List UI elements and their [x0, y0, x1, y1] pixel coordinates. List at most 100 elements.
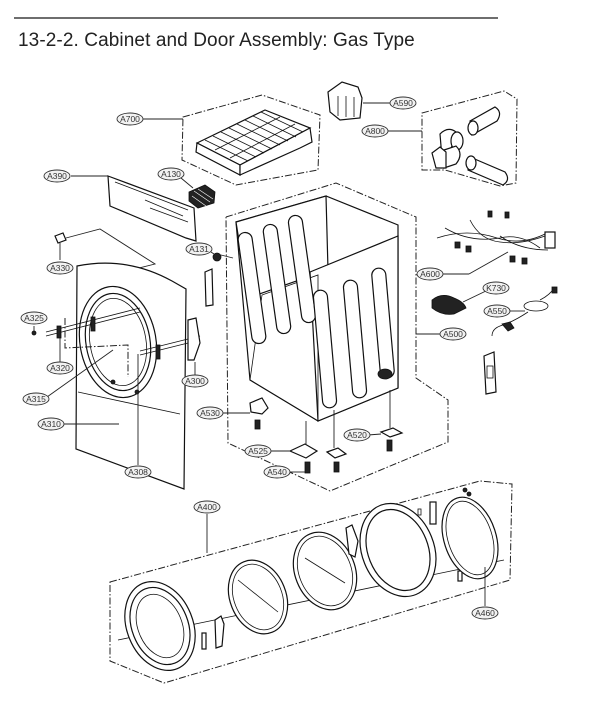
- filter-housing-part: [327, 81, 391, 121]
- part-label-a525: A525: [244, 444, 272, 458]
- part-label-a530: A530: [196, 406, 224, 420]
- label-text: A300: [185, 376, 205, 386]
- cabinet-body: [235, 195, 399, 422]
- label-text: A700: [120, 114, 140, 124]
- door-glass-inner: [292, 531, 358, 611]
- label-oval: [263, 465, 291, 479]
- label-text: A315: [26, 394, 46, 404]
- control-panel-frame-part: [71, 175, 197, 242]
- upper-side-bracket-part: [204, 268, 214, 307]
- motor-connector-part: [431, 289, 489, 315]
- side-bracket-part: [187, 317, 201, 377]
- exhaust-duct-boundary: [421, 90, 518, 187]
- part-label-a300: A300: [181, 374, 209, 388]
- part-label-a308: A308: [124, 465, 152, 479]
- door-gasket-ring: [441, 496, 499, 580]
- bushing-part: [210, 251, 234, 262]
- part-label-a310: A310: [37, 417, 65, 431]
- label-oval: [244, 444, 272, 458]
- exhaust-duct-group: [387, 90, 518, 187]
- label-oval: [46, 261, 74, 275]
- label-oval: [343, 428, 371, 442]
- part-label-a390: A390: [43, 169, 71, 183]
- label-oval: [20, 311, 48, 325]
- part-label-a400: A400: [193, 500, 221, 514]
- label-text: A500: [443, 329, 463, 339]
- top-plate-group: [143, 94, 321, 186]
- part-label-a700: A700: [116, 112, 144, 126]
- door-glass-outer: [227, 559, 289, 635]
- label-oval: [416, 267, 444, 281]
- part-label-a600: A600: [416, 267, 444, 281]
- door-group: [109, 480, 513, 684]
- label-oval: [157, 167, 185, 181]
- label-oval: [46, 361, 74, 375]
- part-label-a320: A320: [46, 361, 74, 375]
- control-module-part: [180, 177, 216, 209]
- label-oval: [22, 392, 50, 406]
- part-label-a130: A130: [157, 167, 185, 181]
- label-text: A540: [267, 467, 287, 477]
- cabinet-group: [225, 182, 449, 492]
- label-text: A550: [487, 306, 507, 316]
- door-outer-ring: [124, 580, 196, 672]
- label-text: A310: [41, 419, 61, 429]
- wiring-harness-part: [436, 210, 556, 275]
- label-text: A600: [420, 269, 440, 279]
- page-title: 13-2-2. Cabinet and Door Assembly: Gas T…: [18, 30, 415, 51]
- label-oval: [196, 406, 224, 420]
- label-text: A330: [50, 263, 70, 273]
- label-text: A520: [347, 430, 367, 440]
- part-label-a325: A325: [20, 311, 48, 325]
- latch-plate-part: [483, 351, 497, 395]
- leg-brackets: [222, 390, 404, 474]
- part-label-a550: A550: [483, 304, 511, 318]
- label-oval: [116, 112, 144, 126]
- label-oval: [185, 242, 213, 256]
- part-label-a330: A330: [46, 261, 74, 275]
- part-label-a500: A500: [439, 327, 467, 341]
- power-cord-part: [491, 286, 558, 337]
- label-text: A525: [248, 446, 268, 456]
- part-label-a590: A590: [389, 96, 417, 110]
- label-text: A800: [365, 126, 385, 136]
- label-text: A325: [24, 313, 44, 323]
- part-label-a520: A520: [343, 428, 371, 442]
- door-handle: [201, 615, 225, 650]
- cabinet-boundary: [225, 182, 449, 492]
- label-text: A400: [197, 502, 217, 512]
- door-inner-frame: [359, 502, 437, 598]
- label-text: A320: [50, 363, 70, 373]
- header-rule: [14, 17, 498, 19]
- label-oval: [471, 606, 499, 620]
- label-text: A390: [47, 171, 67, 181]
- label-oval: [439, 327, 467, 341]
- front-panel-part: [75, 262, 187, 490]
- label-text: A590: [393, 98, 413, 108]
- part-label-k730: K730: [482, 281, 510, 295]
- label-text: A131: [189, 244, 209, 254]
- label-text: A130: [161, 169, 181, 179]
- label-text: A308: [128, 467, 148, 477]
- label-oval: [193, 500, 221, 514]
- part-label-a315: A315: [22, 392, 50, 406]
- part-label-a131: A131: [185, 242, 213, 256]
- label-oval: [482, 281, 510, 295]
- part-label-a540: A540: [263, 465, 291, 479]
- label-text: K730: [486, 283, 506, 293]
- label-text: A530: [200, 408, 220, 418]
- door-hinge-part: [345, 524, 359, 558]
- label-oval: [124, 465, 152, 479]
- label-text: A460: [475, 608, 495, 618]
- label-oval: [37, 417, 65, 431]
- label-oval: [483, 304, 511, 318]
- a315-leader: [46, 349, 114, 398]
- part-label-a800: A800: [361, 124, 389, 138]
- label-oval: [43, 169, 71, 183]
- door-boundary: [109, 480, 513, 684]
- label-oval: [389, 96, 417, 110]
- top-plate-part: [195, 109, 313, 176]
- exhaust-duct-parts: [431, 106, 509, 186]
